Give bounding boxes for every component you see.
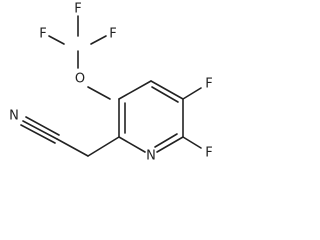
- bond-ring-c3-c4: [118, 80, 152, 100]
- bond-f-cf3-c: [90, 35, 107, 45]
- atom-f-cf3-a: F: [39, 27, 46, 42]
- bond-nitrile-triple-1: [22, 120, 58, 140]
- atom-f-ring-lower: F: [205, 146, 212, 161]
- bond-ring-c6-n: [156, 136, 184, 153]
- bond-o-ring: [87, 86, 111, 100]
- bond-f-cf3-a: [48, 35, 65, 45]
- bond-c2-ch2: [87, 136, 120, 157]
- bond-ring-c4-c5: [150, 80, 184, 100]
- bond-ring-c6-n-double: [154, 133, 178, 148]
- bond-c5-f: [182, 87, 202, 100]
- bond-ch2-cn: [56, 138, 89, 157]
- bond-ring-c4-c5-double: [151, 86, 179, 103]
- atom-n-nitrile: N: [9, 109, 19, 124]
- bond-c6-f: [182, 136, 202, 149]
- bond-nitrile-triple-2: [25, 116, 60, 136]
- atom-f-cf3-c: F: [109, 27, 116, 42]
- atom-o-ether: O: [75, 72, 85, 87]
- atom-f-ring-upper: F: [205, 77, 212, 92]
- chemical-structure: F F F O F F N N: [9, 2, 213, 164]
- atom-f-cf3-b: F: [74, 2, 81, 17]
- bond-nitrile-triple-3: [20, 124, 56, 144]
- bond-ring-n-c2: [118, 136, 146, 153]
- atom-n-ring: N: [146, 149, 156, 164]
